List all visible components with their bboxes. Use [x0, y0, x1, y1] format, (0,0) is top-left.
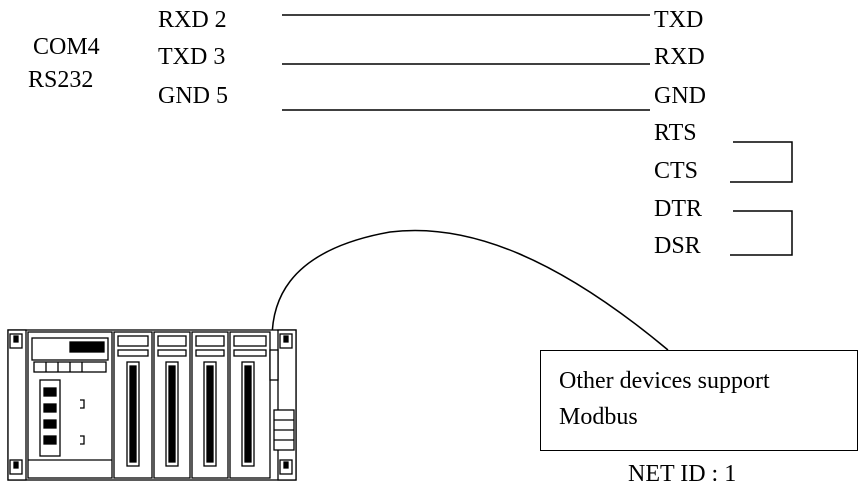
- jumper-rts-cts: [730, 141, 793, 183]
- jumper-label-dtr: DTR: [654, 196, 702, 222]
- jumper-dtr-dsr: [730, 210, 793, 256]
- pin-label-rxd: RXD 2: [158, 7, 227, 33]
- device-description-line1: Other devices support: [559, 368, 770, 394]
- target-label-gnd: GND: [654, 83, 706, 109]
- com-port-name: COM4: [33, 34, 100, 60]
- plc-controller: [7, 329, 297, 481]
- cable-plc-to-device: [271, 229, 669, 369]
- jumper-label-dsr: DSR: [654, 233, 701, 259]
- com-port-type: RS232: [28, 67, 94, 93]
- modbus-device-box: Other devices support Modbus: [540, 350, 858, 451]
- jumper-label-rts: RTS: [654, 120, 697, 146]
- pin-label-gnd: GND 5: [158, 83, 228, 109]
- target-label-rxd: RXD: [654, 44, 705, 70]
- device-net-id: NET ID : 1: [628, 461, 737, 487]
- device-description-line2: Modbus: [559, 404, 638, 430]
- jumper-label-cts: CTS: [654, 158, 699, 184]
- pin-label-txd: TXD 3: [158, 44, 226, 70]
- target-label-txd: TXD: [654, 7, 704, 33]
